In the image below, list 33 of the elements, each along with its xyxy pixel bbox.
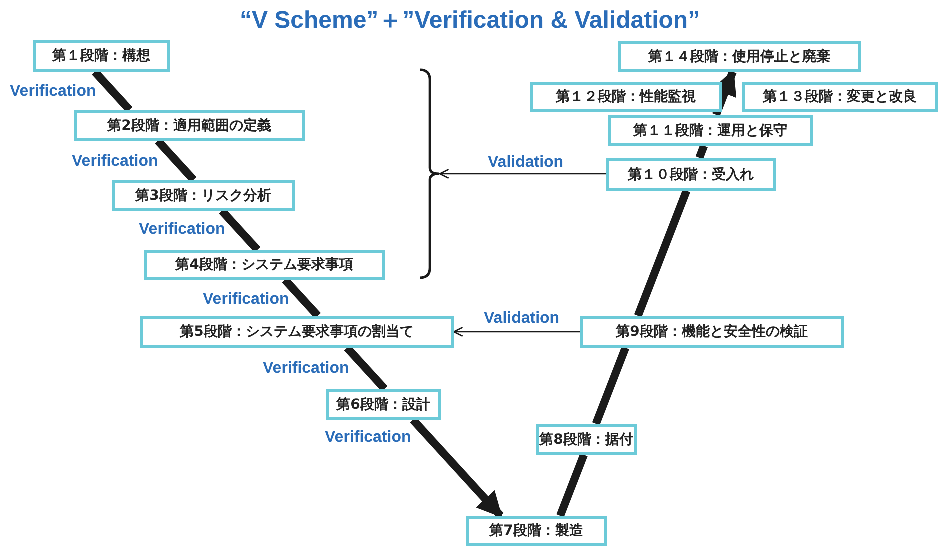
stage-box bbox=[618, 41, 861, 72]
stage-label: 第3段階：リスク分析 bbox=[136, 186, 272, 204]
stage-box bbox=[144, 250, 385, 280]
stage-label: 第8段階：据付 bbox=[540, 430, 634, 448]
stage-box bbox=[74, 110, 305, 141]
arrow bbox=[439, 168, 606, 180]
stage-box bbox=[112, 180, 295, 211]
stage-box bbox=[326, 389, 441, 420]
stage-box bbox=[530, 82, 722, 112]
stage-label: 第１段階：構想 bbox=[52, 47, 150, 65]
stage-label: 第4段階：システム要求事項 bbox=[176, 256, 354, 274]
thick-arrow bbox=[712, 70, 737, 116]
stage-label: 第１２段階：性能監視 bbox=[556, 88, 696, 106]
stage-label: 第9段階：機能と安全性の検証 bbox=[616, 323, 808, 341]
stage-box bbox=[33, 40, 170, 72]
stage-label: 第6段階：設計 bbox=[336, 396, 430, 414]
diagram-title: “V Scheme”＋”Verification & Validation” bbox=[238, 6, 702, 36]
stage-label: 第１３段階：変更と改良 bbox=[763, 88, 917, 106]
stage-label: 第2段階：適用範囲の定義 bbox=[108, 116, 272, 134]
stage-label: 第5段階：システム要求事項の割当て bbox=[180, 323, 414, 341]
stage-label: 第１０段階：受入れ bbox=[628, 166, 754, 184]
stage-box bbox=[608, 115, 813, 146]
curly-bracket bbox=[418, 68, 440, 280]
stage-box bbox=[140, 316, 454, 348]
arrow bbox=[453, 326, 580, 338]
stage-box bbox=[466, 516, 607, 546]
stage-label: 第１４段階：使用停止と廃棄 bbox=[648, 48, 830, 66]
stage-box bbox=[536, 424, 637, 455]
stage-box bbox=[580, 316, 844, 348]
stage-label: 第１１段階：運用と保守 bbox=[634, 122, 788, 140]
stage-box bbox=[742, 82, 938, 112]
stage-label: 第7段階：製造 bbox=[490, 522, 584, 540]
stage-box bbox=[606, 158, 776, 191]
